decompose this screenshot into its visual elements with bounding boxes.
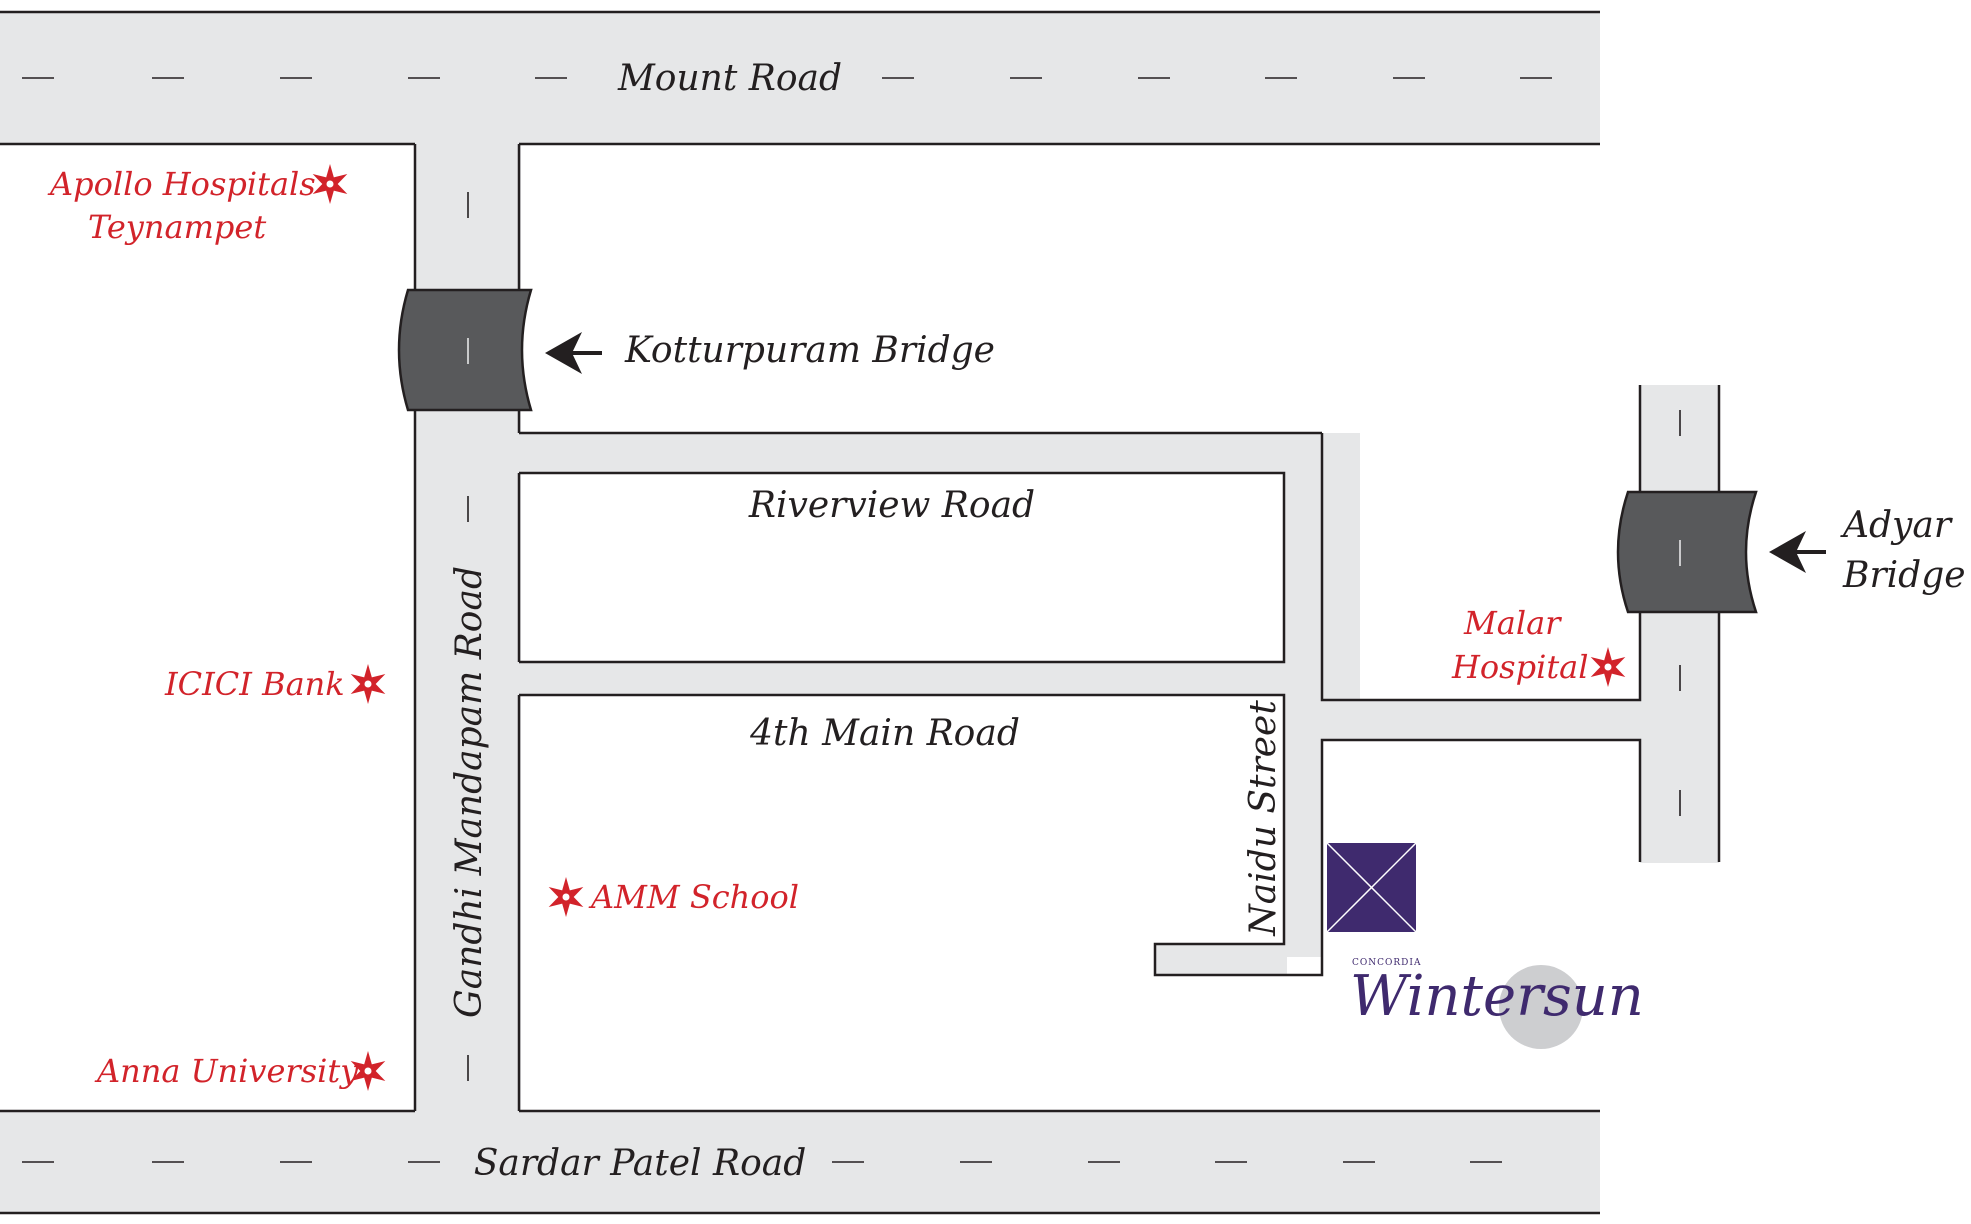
poi-anna-university: Anna University [94, 1051, 388, 1091]
poi-amm-school: AMM School [546, 877, 799, 917]
road-network [0, 10, 1721, 1215]
gandhi-mandapam-road-label: Gandhi Mandapam Road [449, 566, 490, 1018]
wintersun-logo: CONCORDIA Wintersun [1350, 958, 1644, 1049]
amm-school-label: AMM School [588, 878, 799, 916]
moon-icon [1499, 965, 1583, 1049]
brand-name-label: Wintersun [1350, 964, 1644, 1029]
star-flower-icon [1588, 647, 1628, 687]
icici-label: ICICI Bank [164, 665, 345, 703]
kotturpuram-arrow-icon [545, 332, 602, 374]
apollo-label-line1: Apollo Hospitals [47, 165, 316, 203]
sardar-patel-road-label: Sardar Patel Road [474, 1143, 807, 1184]
star-flower-icon [310, 164, 350, 204]
naidu-street-label: Naidu Street [1243, 700, 1284, 937]
fourth-main-road-label: 4th Main Road [749, 713, 1020, 754]
mount-road-label: Mount Road [617, 58, 842, 99]
poi-malar-hospital: Malar Hospital [1451, 604, 1628, 687]
star-flower-icon [546, 877, 586, 917]
anna-university-label: Anna University [94, 1052, 359, 1090]
kotturpuram-bridge-shape [397, 288, 533, 412]
lane-dashes [22, 77, 1681, 1163]
adyar-bridge-shape [1616, 490, 1758, 614]
malar-label-line2: Hospital [1451, 648, 1588, 686]
poi-apollo: Apollo Hospitals Teynampet [47, 164, 350, 246]
kotturpuram-bridge-label: Kotturpuram Bridge [624, 330, 995, 371]
adyar-arrow-icon [1769, 531, 1826, 573]
site-marker-icon [1326, 842, 1417, 933]
poi-icici: ICICI Bank [164, 664, 388, 704]
adyar-bridge-label-line1: Adyar [1840, 505, 1953, 546]
star-flower-icon [348, 664, 388, 704]
apollo-label-line2: Teynampet [88, 208, 266, 246]
malar-label-line1: Malar [1463, 604, 1562, 642]
adyar-bridge-label-line2: Bridge [1842, 555, 1966, 596]
brand-small-label: CONCORDIA [1352, 958, 1421, 968]
riverview-road-label: Riverview Road [748, 485, 1035, 526]
